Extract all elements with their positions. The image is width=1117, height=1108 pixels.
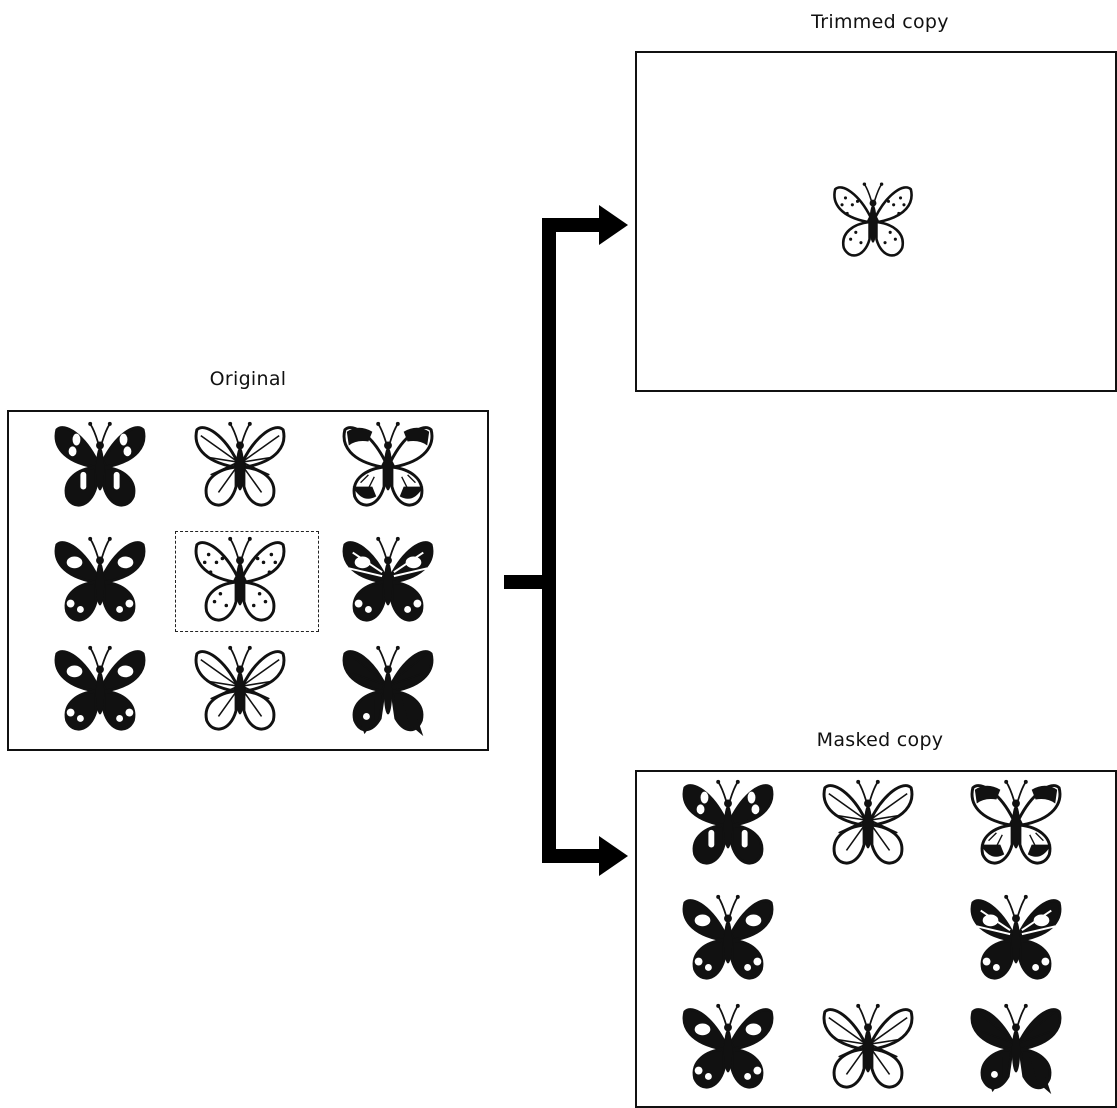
butterfly-dark-eyespots (670, 1000, 786, 1098)
butterfly-speckled (182, 533, 298, 631)
original-label: Original (209, 368, 287, 390)
butterfly-white-patches (330, 418, 446, 516)
butterfly-light-veined (182, 418, 298, 516)
butterfly-speckled (815, 179, 931, 265)
branch-top (542, 218, 600, 232)
arrowhead-to-trimmed (599, 205, 628, 245)
stem-from-original (504, 575, 552, 589)
butterfly-dark-eyespots (42, 642, 158, 740)
arrowhead-to-masked (599, 836, 628, 876)
butterfly-banded-eyespots (958, 891, 1074, 989)
butterfly-swallowtail (958, 1000, 1074, 1098)
butterfly-banded-eyespots (330, 533, 446, 631)
branch-bottom (542, 849, 600, 863)
butterfly-dark-stripes (42, 418, 158, 516)
butterfly-light-veined (810, 776, 926, 874)
butterfly-dark-stripes (670, 776, 786, 874)
butterfly-light-rayed (182, 642, 298, 740)
butterfly-white-patches (958, 776, 1074, 874)
butterfly-dark-spotted (670, 891, 786, 989)
butterfly-dark-spotted (42, 533, 158, 631)
butterfly-swallowtail (330, 642, 446, 740)
trimmed-copy-label: Trimmed copy (811, 11, 949, 33)
selection-marquee (175, 531, 319, 632)
masked-copy-label: Masked copy (816, 729, 944, 751)
branch-trunk (542, 218, 556, 863)
butterfly-light-rayed (810, 1000, 926, 1098)
